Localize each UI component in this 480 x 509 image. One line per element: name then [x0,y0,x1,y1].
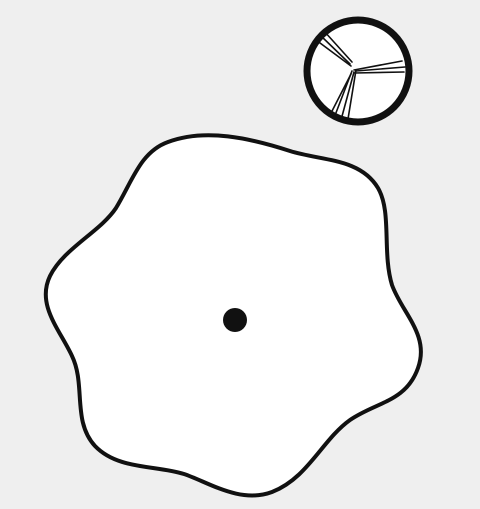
center-dot [223,308,247,332]
spoked-wheel-icon [307,20,409,122]
